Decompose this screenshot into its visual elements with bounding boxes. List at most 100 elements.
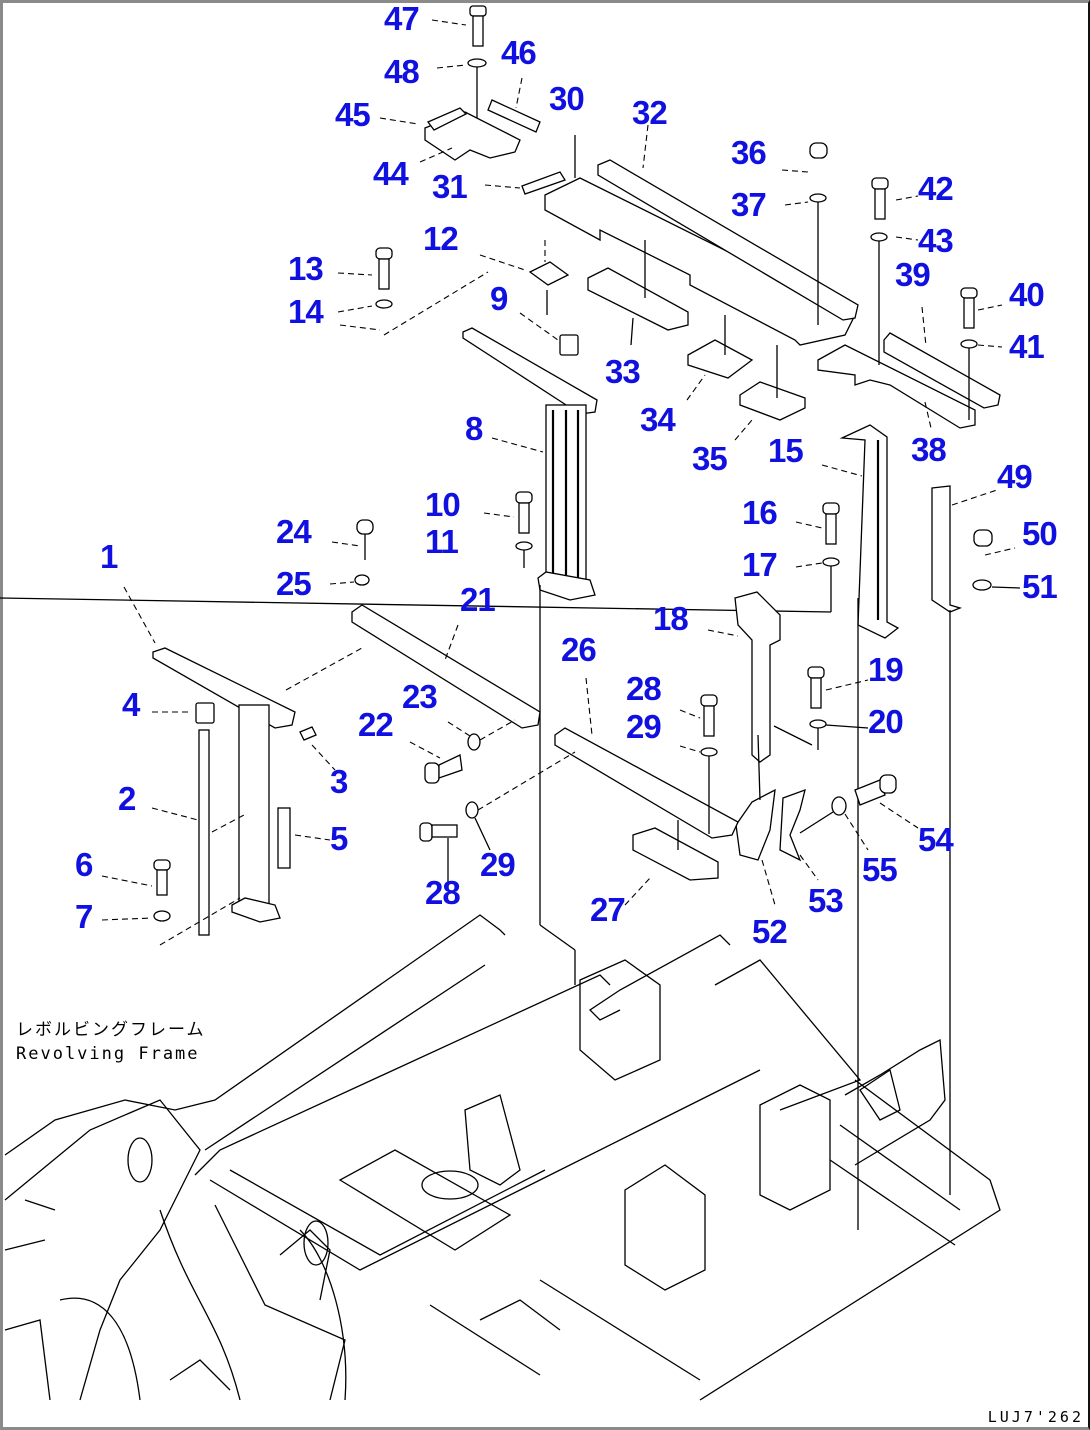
callout-label-41: 41: [1009, 328, 1045, 365]
part-bolt-16: [822, 502, 840, 545]
part-block-4: [195, 702, 215, 724]
part-bar-2: [198, 729, 210, 936]
part-bolt-42: [871, 177, 889, 220]
callout-label-28a: 28: [626, 670, 662, 707]
part-washer-29b: [465, 801, 479, 819]
callout-label-29b: 29: [480, 846, 516, 883]
part-post-49: [931, 485, 962, 613]
part-pad-27: [632, 827, 719, 881]
callout-label-1: 1: [100, 538, 118, 575]
callout-label-24: 24: [276, 513, 312, 550]
part-cap-36: [809, 142, 828, 159]
callout-label-39: 39: [895, 256, 931, 293]
callout-label-33: 33: [605, 353, 641, 390]
callout-label-45: 45: [335, 96, 371, 133]
callout-label-52: 52: [752, 913, 788, 950]
callout-label-21: 21: [460, 581, 496, 618]
part-bolt-10: [515, 491, 533, 534]
callout-label-5: 5: [330, 820, 348, 857]
callout-label-32: 32: [632, 94, 668, 131]
callout-label-6: 6: [75, 846, 93, 883]
frame-title-english: Revolving Frame: [16, 1044, 200, 1064]
callout-label-43: 43: [918, 222, 954, 259]
callout-label-12: 12: [423, 220, 459, 257]
callout-label-7: 7: [75, 898, 93, 935]
callout-label-11: 11: [425, 523, 459, 560]
callout-label-9: 9: [490, 280, 508, 317]
part-cap-24: [356, 519, 374, 535]
callout-label-49: 49: [997, 458, 1033, 495]
part-plate-53: [779, 788, 806, 862]
part-washer-17: [822, 557, 840, 567]
callout-label-16: 16: [742, 494, 778, 531]
callout-label-36: 36: [731, 134, 767, 171]
part-bolt-28b: [419, 822, 458, 842]
callout-label-17: 17: [742, 546, 778, 583]
callout-label-8: 8: [465, 410, 483, 447]
callout-label-14: 14: [288, 293, 324, 330]
part-block-46: [487, 99, 541, 133]
part-washer-11: [515, 541, 533, 551]
part-washer-37: [809, 193, 827, 203]
part-bracket-8-top: [462, 327, 598, 415]
callout-label-40: 40: [1009, 276, 1045, 313]
callout-label-38: 38: [911, 431, 947, 468]
revolving-frame: [4, 914, 1001, 1401]
frame-title-japanese: レボルビングフレーム: [16, 1020, 206, 1040]
part-plate-12: [528, 261, 570, 286]
callout-label-3: 3: [330, 763, 348, 800]
callout-label-19: 19: [868, 651, 904, 688]
callout-label-28b: 28: [425, 874, 461, 911]
part-bolt-19: [807, 666, 825, 709]
part-bolt-28a: [700, 694, 718, 737]
part-block-45: [426, 107, 468, 131]
callout-label-55: 55: [862, 851, 898, 888]
part-post-15: [839, 424, 900, 639]
callout-label-34: 34: [640, 401, 676, 438]
part-washer-41: [960, 339, 978, 349]
part-washer-7: [153, 910, 171, 922]
callout-label-10: 10: [425, 486, 461, 523]
callout-label-42: 42: [918, 170, 954, 207]
part-rail-32: [597, 159, 859, 321]
part-strip-31: [521, 171, 566, 195]
drawing-code: LUJ7'262: [987, 1408, 1084, 1426]
part-bracket-18: [734, 591, 781, 763]
callout-label-44: 44: [373, 155, 409, 192]
part-bolt-6: [153, 859, 171, 896]
callout-label-26: 26: [561, 631, 597, 668]
callout-label-37: 37: [731, 186, 767, 223]
part-beam-30: [544, 177, 856, 346]
callout-label-53: 53: [808, 882, 844, 919]
callout-label-2: 2: [118, 780, 136, 817]
part-washer-20: [809, 719, 827, 729]
callout-label-20: 20: [868, 703, 904, 740]
callout-label-51: 51: [1022, 568, 1058, 605]
callout-label-48: 48: [384, 53, 420, 90]
part-washer-23: [467, 733, 481, 751]
part-bolt-40: [960, 287, 978, 329]
part-washer-48: [467, 58, 487, 68]
callout-label-4: 4: [122, 686, 140, 723]
part-bolt-22: [424, 754, 463, 784]
part-washer-51: [972, 579, 992, 591]
callout-label-31: 31: [432, 168, 468, 205]
part-bolt-47: [469, 5, 487, 47]
part-washer-55: [831, 796, 847, 816]
callout-label-54: 54: [918, 821, 954, 858]
callout-label-23: 23: [402, 678, 438, 715]
part-bar-21: [351, 604, 541, 729]
part-plate-44: [424, 111, 521, 161]
callout-label-29a: 29: [626, 708, 662, 745]
part-bar-5: [277, 807, 291, 869]
part-bolt-13: [375, 247, 393, 290]
part-bracket-38: [817, 344, 976, 429]
callout-label-46: 46: [501, 34, 537, 71]
part-cap-50: [973, 529, 993, 547]
callout-label-25: 25: [276, 565, 312, 602]
part-block-9: [559, 334, 579, 356]
callout-label-50: 50: [1022, 515, 1058, 552]
callout-label-18: 18: [653, 600, 689, 637]
